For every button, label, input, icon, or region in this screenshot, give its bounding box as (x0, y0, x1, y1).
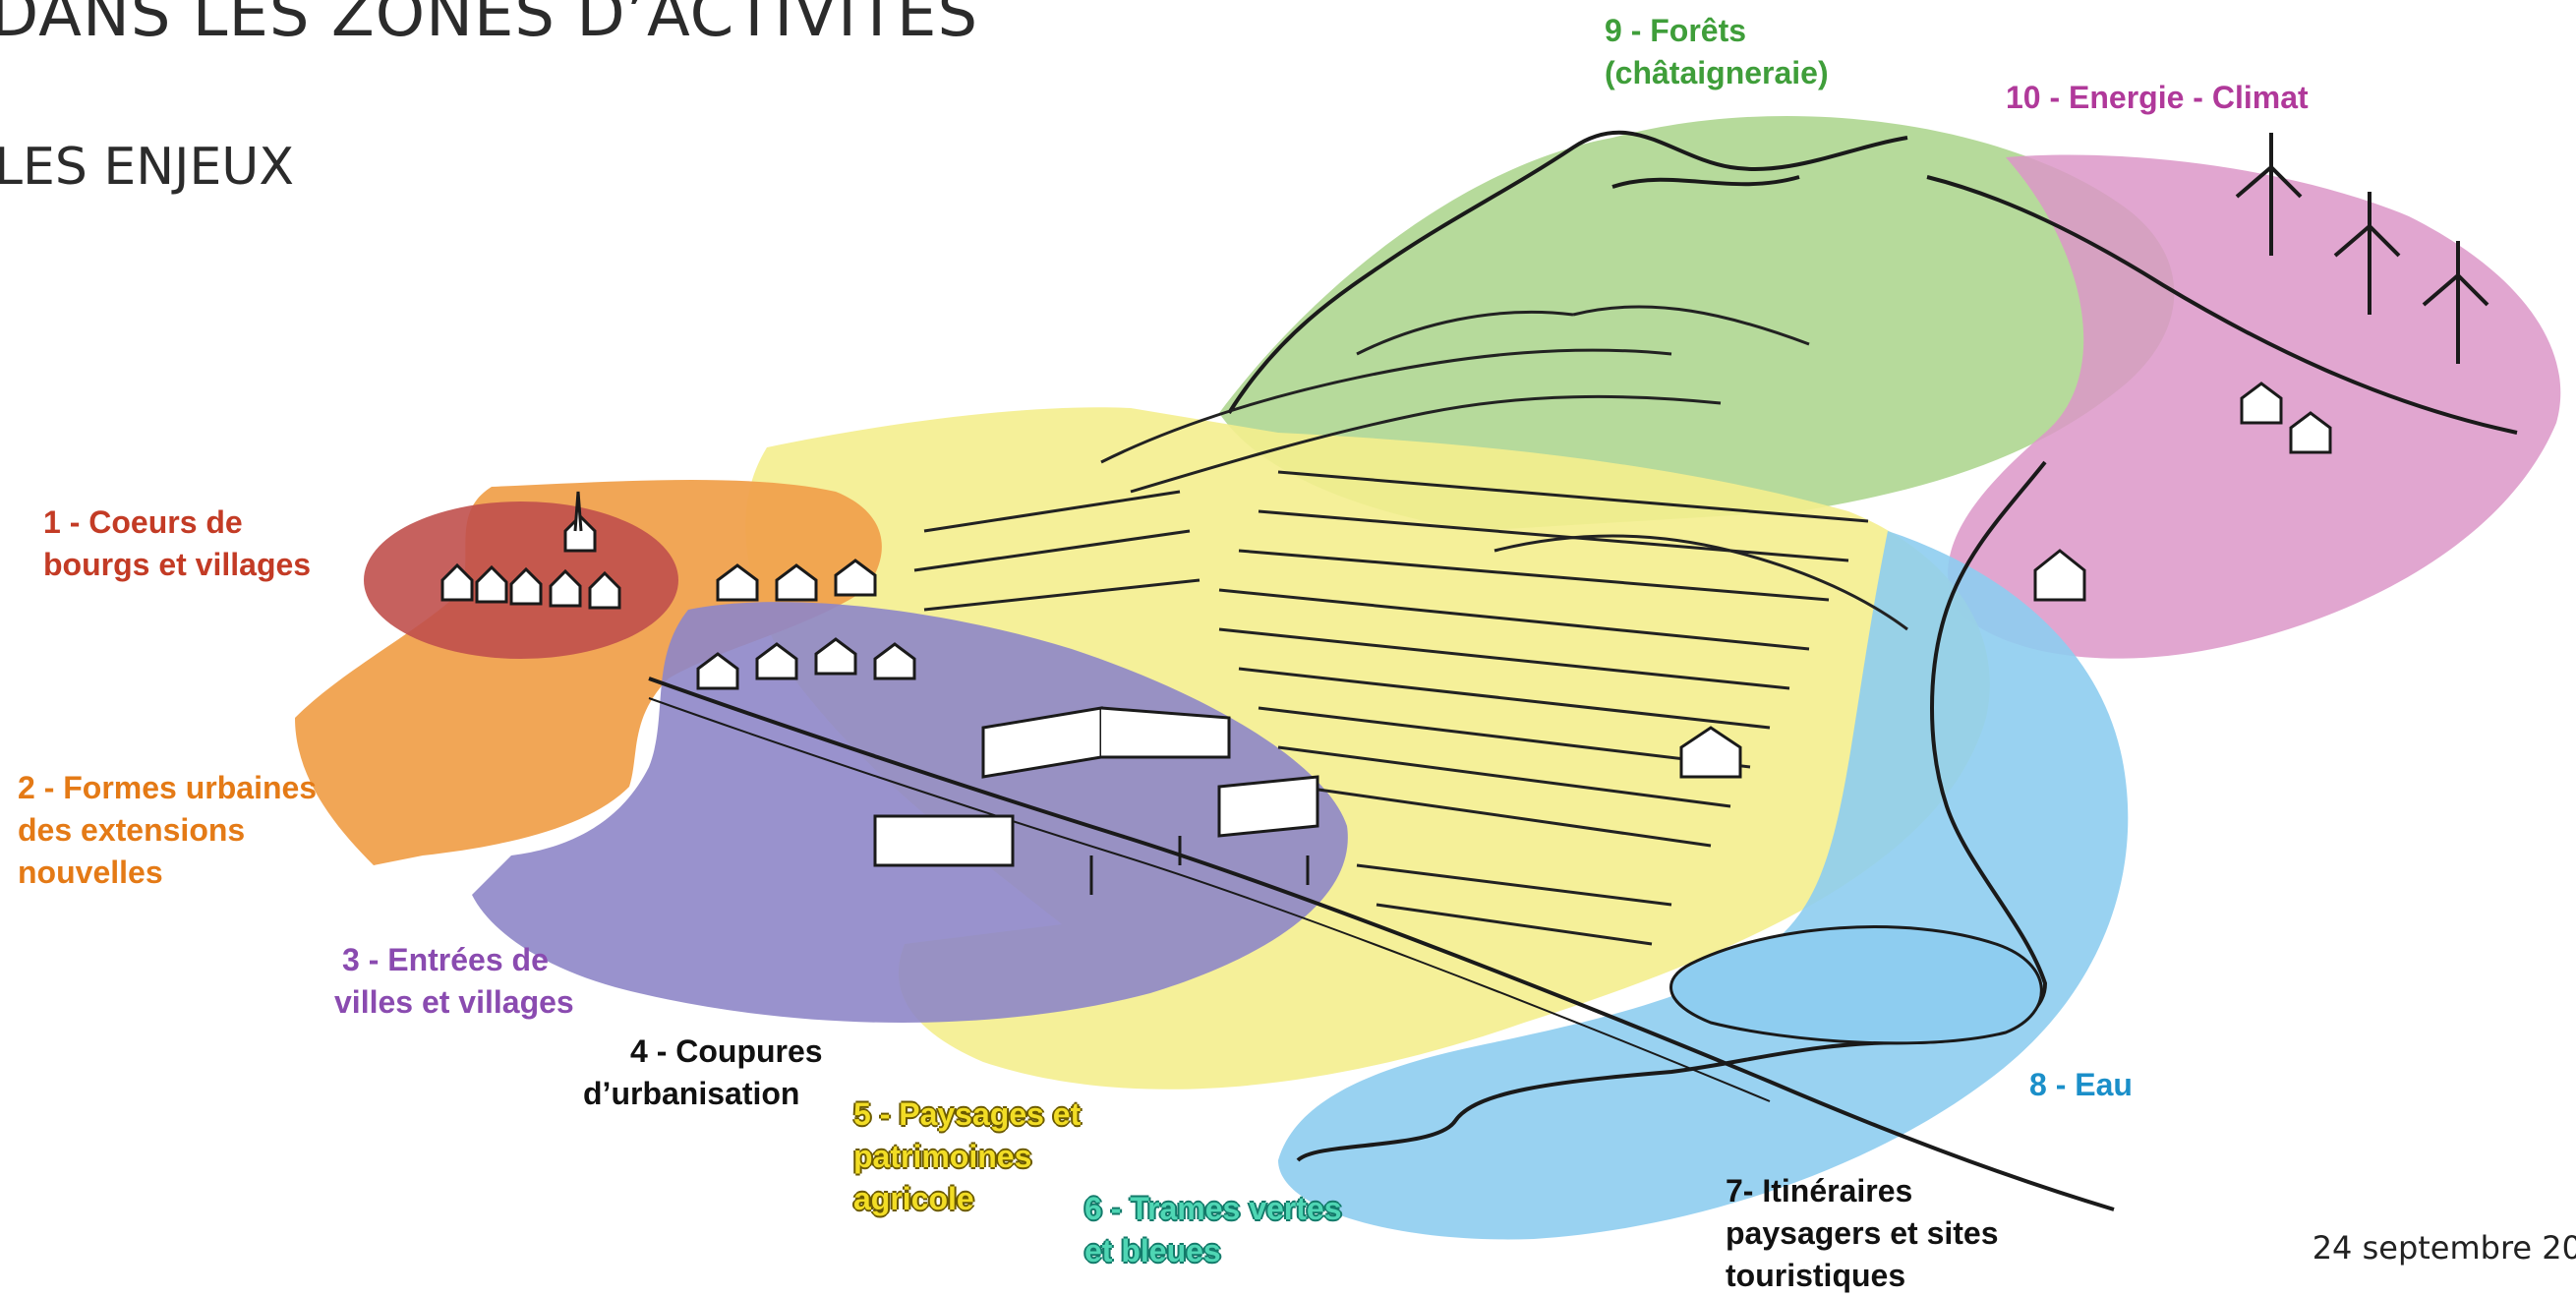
extension-houses (696, 559, 916, 690)
zone-label-eau: 8 - Eau (2029, 1064, 2133, 1106)
zone-label-line: touristiques (1726, 1258, 1906, 1293)
warehouses (873, 706, 1319, 895)
zone-label-line: et bleues (1084, 1233, 1221, 1268)
zone-label-line: agricole (853, 1181, 974, 1216)
zone-label-formes: 2 - Formes urbaines des extensions nouve… (18, 767, 317, 894)
zone-label-line: villes et villages (334, 984, 574, 1020)
lake (1669, 925, 2043, 1045)
zone-label-line: 4 - Coupures (630, 1033, 823, 1069)
zone-label-entrees: 3 - Entrées de villes et villages (334, 939, 574, 1024)
ridge-line (1227, 130, 1908, 415)
zone-label-line: nouvelles (18, 855, 163, 890)
zone-label-line: (châtaigneraie) (1605, 55, 1829, 90)
zone-fill-entrees (472, 602, 1348, 1023)
zone-label-line: paysagers et sites (1726, 1215, 1999, 1251)
zone-label-forets: 9 - Forêts (châtaigneraie) (1605, 10, 1829, 94)
zone-label-coupures: 4 - Coupures d’urbanisation (583, 1031, 823, 1115)
zone-label-trames: 6 - Trames vertes et bleues (1084, 1188, 1342, 1272)
zone-label-line: des extensions (18, 812, 246, 848)
village-houses (440, 491, 621, 610)
zone-label-line: 10 - Energie - Climat (2006, 80, 2309, 115)
zone-label-paysages: 5 - Paysages et patrimoines agricole (853, 1093, 1081, 1220)
zone-label-line: 2 - Formes urbaines (18, 770, 318, 805)
zone-label-line: 5 - Paysages et (853, 1096, 1082, 1132)
zone-label-line: 6 - Trames vertes (1084, 1191, 1342, 1226)
zone-label-itineraires: 7- Itinéraires paysagers et sites touris… (1726, 1170, 1999, 1297)
zone-label-line: d’urbanisation (583, 1076, 800, 1111)
main-road-edge (648, 697, 1771, 1102)
zone-fill-eau (1278, 531, 2129, 1240)
zone-label-energie: 10 - Energie - Climat (2006, 77, 2309, 119)
zone-label-line: bourgs et villages (43, 547, 312, 582)
ridge-line-right (1926, 175, 2518, 435)
slide-subtitle: LES ENJEUX (0, 138, 294, 197)
zone-label-line: 1 - Coeurs de (43, 504, 243, 540)
wind-turbines (2235, 133, 2489, 364)
field-lines (913, 470, 1869, 946)
slide-date: 24 septembre 20 (2312, 1229, 2576, 1267)
zone-label-line: 8 - Eau (2029, 1067, 2133, 1102)
zone-label-line: patrimoines (853, 1139, 1032, 1174)
slide-title: DANS LES ZONES D’ACTIVITES (0, 0, 979, 51)
zone-label-line: 7- Itinéraires (1726, 1173, 1913, 1209)
zone-label-coeurs: 1 - Coeurs de bourgs et villages (43, 501, 311, 586)
zone-label-line: 3 - Entrées de (342, 942, 549, 977)
zone-label-line: 9 - Forêts (1605, 13, 1747, 48)
farm-house (1679, 382, 2332, 779)
zone-fill-forets (1219, 115, 2175, 531)
main-road (648, 677, 2115, 1211)
